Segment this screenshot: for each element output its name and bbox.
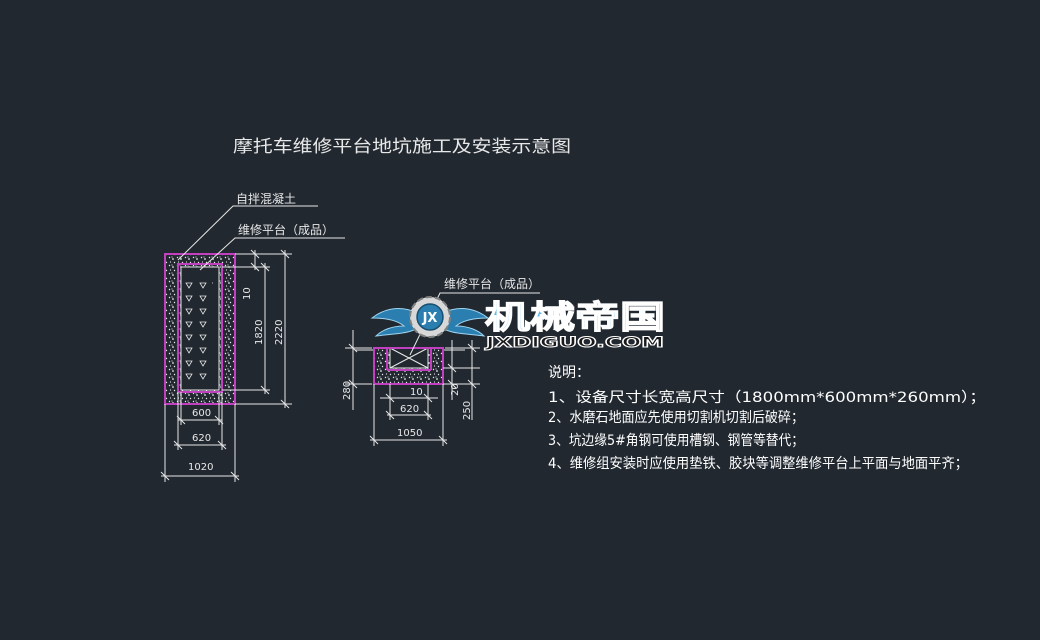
wing-left-icon (370, 307, 419, 337)
dim-20-section: 20 (450, 383, 461, 396)
note-item-1: 1、设备尺寸长宽高尺寸（1800mm*600mm*260mm）； (548, 389, 986, 406)
pit-inner-outline-plan (177, 263, 223, 393)
label-platform-plan: 维修平台（成品） (238, 222, 334, 237)
watermark-logo: JX 机械帝国 JXDIGUO.COM (370, 296, 666, 352)
dims-horizontal-section (369, 384, 448, 446)
note-item-4: 4、维修组安装时应使用垫铁、胶块等调整维修平台上平面与地面平齐； (548, 455, 968, 472)
dim-250: 250 (462, 401, 473, 420)
dims-horizontal-plan (160, 392, 240, 482)
leader-platform (199, 237, 345, 271)
dim-10-section: 10 (410, 387, 423, 398)
logo-name: 机械帝国 (485, 298, 665, 336)
label-platform-section: 维修平台（成品） (444, 276, 540, 291)
pit-outline-plan (164, 253, 236, 405)
section-view: 维修平台（成品） 280 20 250 (342, 276, 540, 446)
dim-1050: 1050 (397, 428, 422, 439)
wing-right-icon (441, 307, 490, 337)
dim-280: 280 (342, 381, 353, 400)
section-concrete (373, 347, 444, 385)
platform-triangles (185, 282, 213, 380)
plan-view: 自拌混凝土 维修平台（成品） 10 1820 2220 (160, 191, 345, 482)
dim-2220: 2220 (274, 320, 285, 345)
dims-vertical-plan (222, 249, 292, 409)
dim-600-plan: 600 (192, 408, 211, 419)
note-item-2: 2、水磨石地面应先使用切割机切割后破碎； (548, 409, 804, 426)
dim-620-section: 620 (400, 404, 419, 415)
logo-badge: JX (422, 311, 438, 326)
pit-outline-section (373, 347, 444, 385)
dim-1820: 1820 (254, 320, 265, 345)
dim-1020: 1020 (188, 462, 213, 473)
notes-heading: 说明： (548, 365, 590, 381)
logo-url: JXDIGUO.COM (484, 335, 664, 351)
dims-right-section (443, 340, 480, 420)
leader-concrete (177, 205, 318, 261)
dims-left-section (345, 330, 372, 410)
dim-620-plan: 620 (192, 433, 211, 444)
note-item-3: 3、坑边缘5#角钢可使用槽钢、钢管等替代； (548, 432, 804, 449)
drawing-title: 摩托车维修平台地坑施工及安装示意图 (233, 137, 571, 157)
dim-10-plan: 10 (242, 287, 253, 300)
notes-block: 说明： 1、设备尺寸长宽高尺寸（1800mm*600mm*260mm）； 2、水… (548, 365, 986, 472)
label-concrete: 自拌混凝土 (236, 191, 296, 206)
platform-plan (180, 266, 220, 391)
